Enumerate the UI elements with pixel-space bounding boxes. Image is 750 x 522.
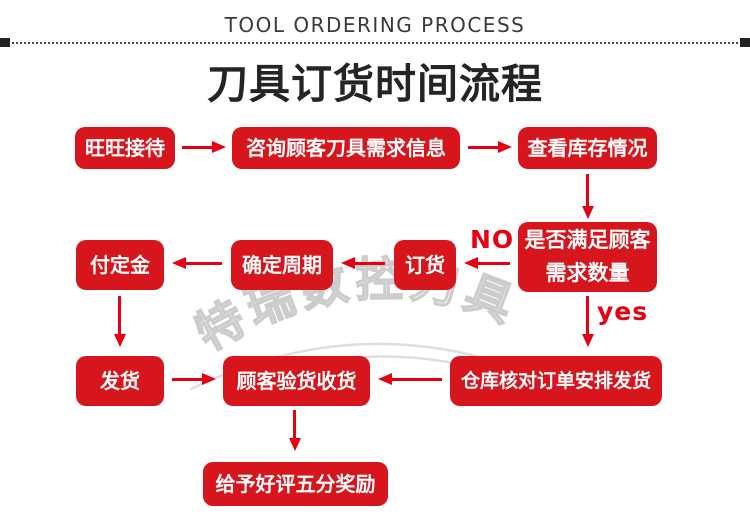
eyebrow-title: TOOL ORDERING PROCESS xyxy=(224,13,526,37)
node-inquiry: 咨询顾客刀具需求信息 xyxy=(232,127,460,169)
arrow-inquiry-to-check-stock xyxy=(468,141,512,153)
arrow-decision-to-warehouse-yes xyxy=(582,296,594,347)
arrow-confirm-cycle-to-pay-deposit xyxy=(172,257,222,269)
node-order: 订货 xyxy=(394,240,456,290)
node-good-review: 给予好评五分奖励 xyxy=(203,462,388,506)
arrow-pay-deposit-to-ship xyxy=(114,296,126,347)
divider-end-square-left xyxy=(0,38,10,47)
arrow-reception-to-inquiry xyxy=(182,141,226,153)
dotted-divider xyxy=(0,42,750,44)
node-decision-line2: 需求数量 xyxy=(545,261,630,285)
page-title: 刀具订货时间流程 xyxy=(207,60,543,108)
edge-label-no: NO xyxy=(470,225,515,254)
arrow-warehouse-to-customer-inspect xyxy=(378,373,442,385)
arrow-order-to-confirm-cycle xyxy=(341,257,385,269)
arrow-check-stock-to-decision xyxy=(582,174,594,219)
node-ship: 发货 xyxy=(76,356,164,406)
edge-label-yes: yes xyxy=(597,297,649,326)
node-confirm-cycle: 确定周期 xyxy=(231,240,333,290)
node-warehouse-ship: 仓库核对订单安排发货 xyxy=(450,356,662,406)
node-pay-deposit: 付定金 xyxy=(76,240,164,290)
arrow-customer-inspect-to-good-review xyxy=(289,410,301,451)
node-decision-line1: 是否满足顾客 xyxy=(524,228,651,253)
node-reception: 旺旺接待 xyxy=(75,127,175,169)
arrow-decision-to-order-no xyxy=(464,257,510,269)
node-check-stock: 查看库存情况 xyxy=(518,127,657,169)
arrow-ship-to-customer-inspect xyxy=(172,373,216,385)
node-decision: 是否满足顾客 需求数量 xyxy=(518,222,657,292)
node-customer-inspect: 顾客验货收货 xyxy=(223,356,370,406)
divider-end-square-right xyxy=(740,38,750,47)
